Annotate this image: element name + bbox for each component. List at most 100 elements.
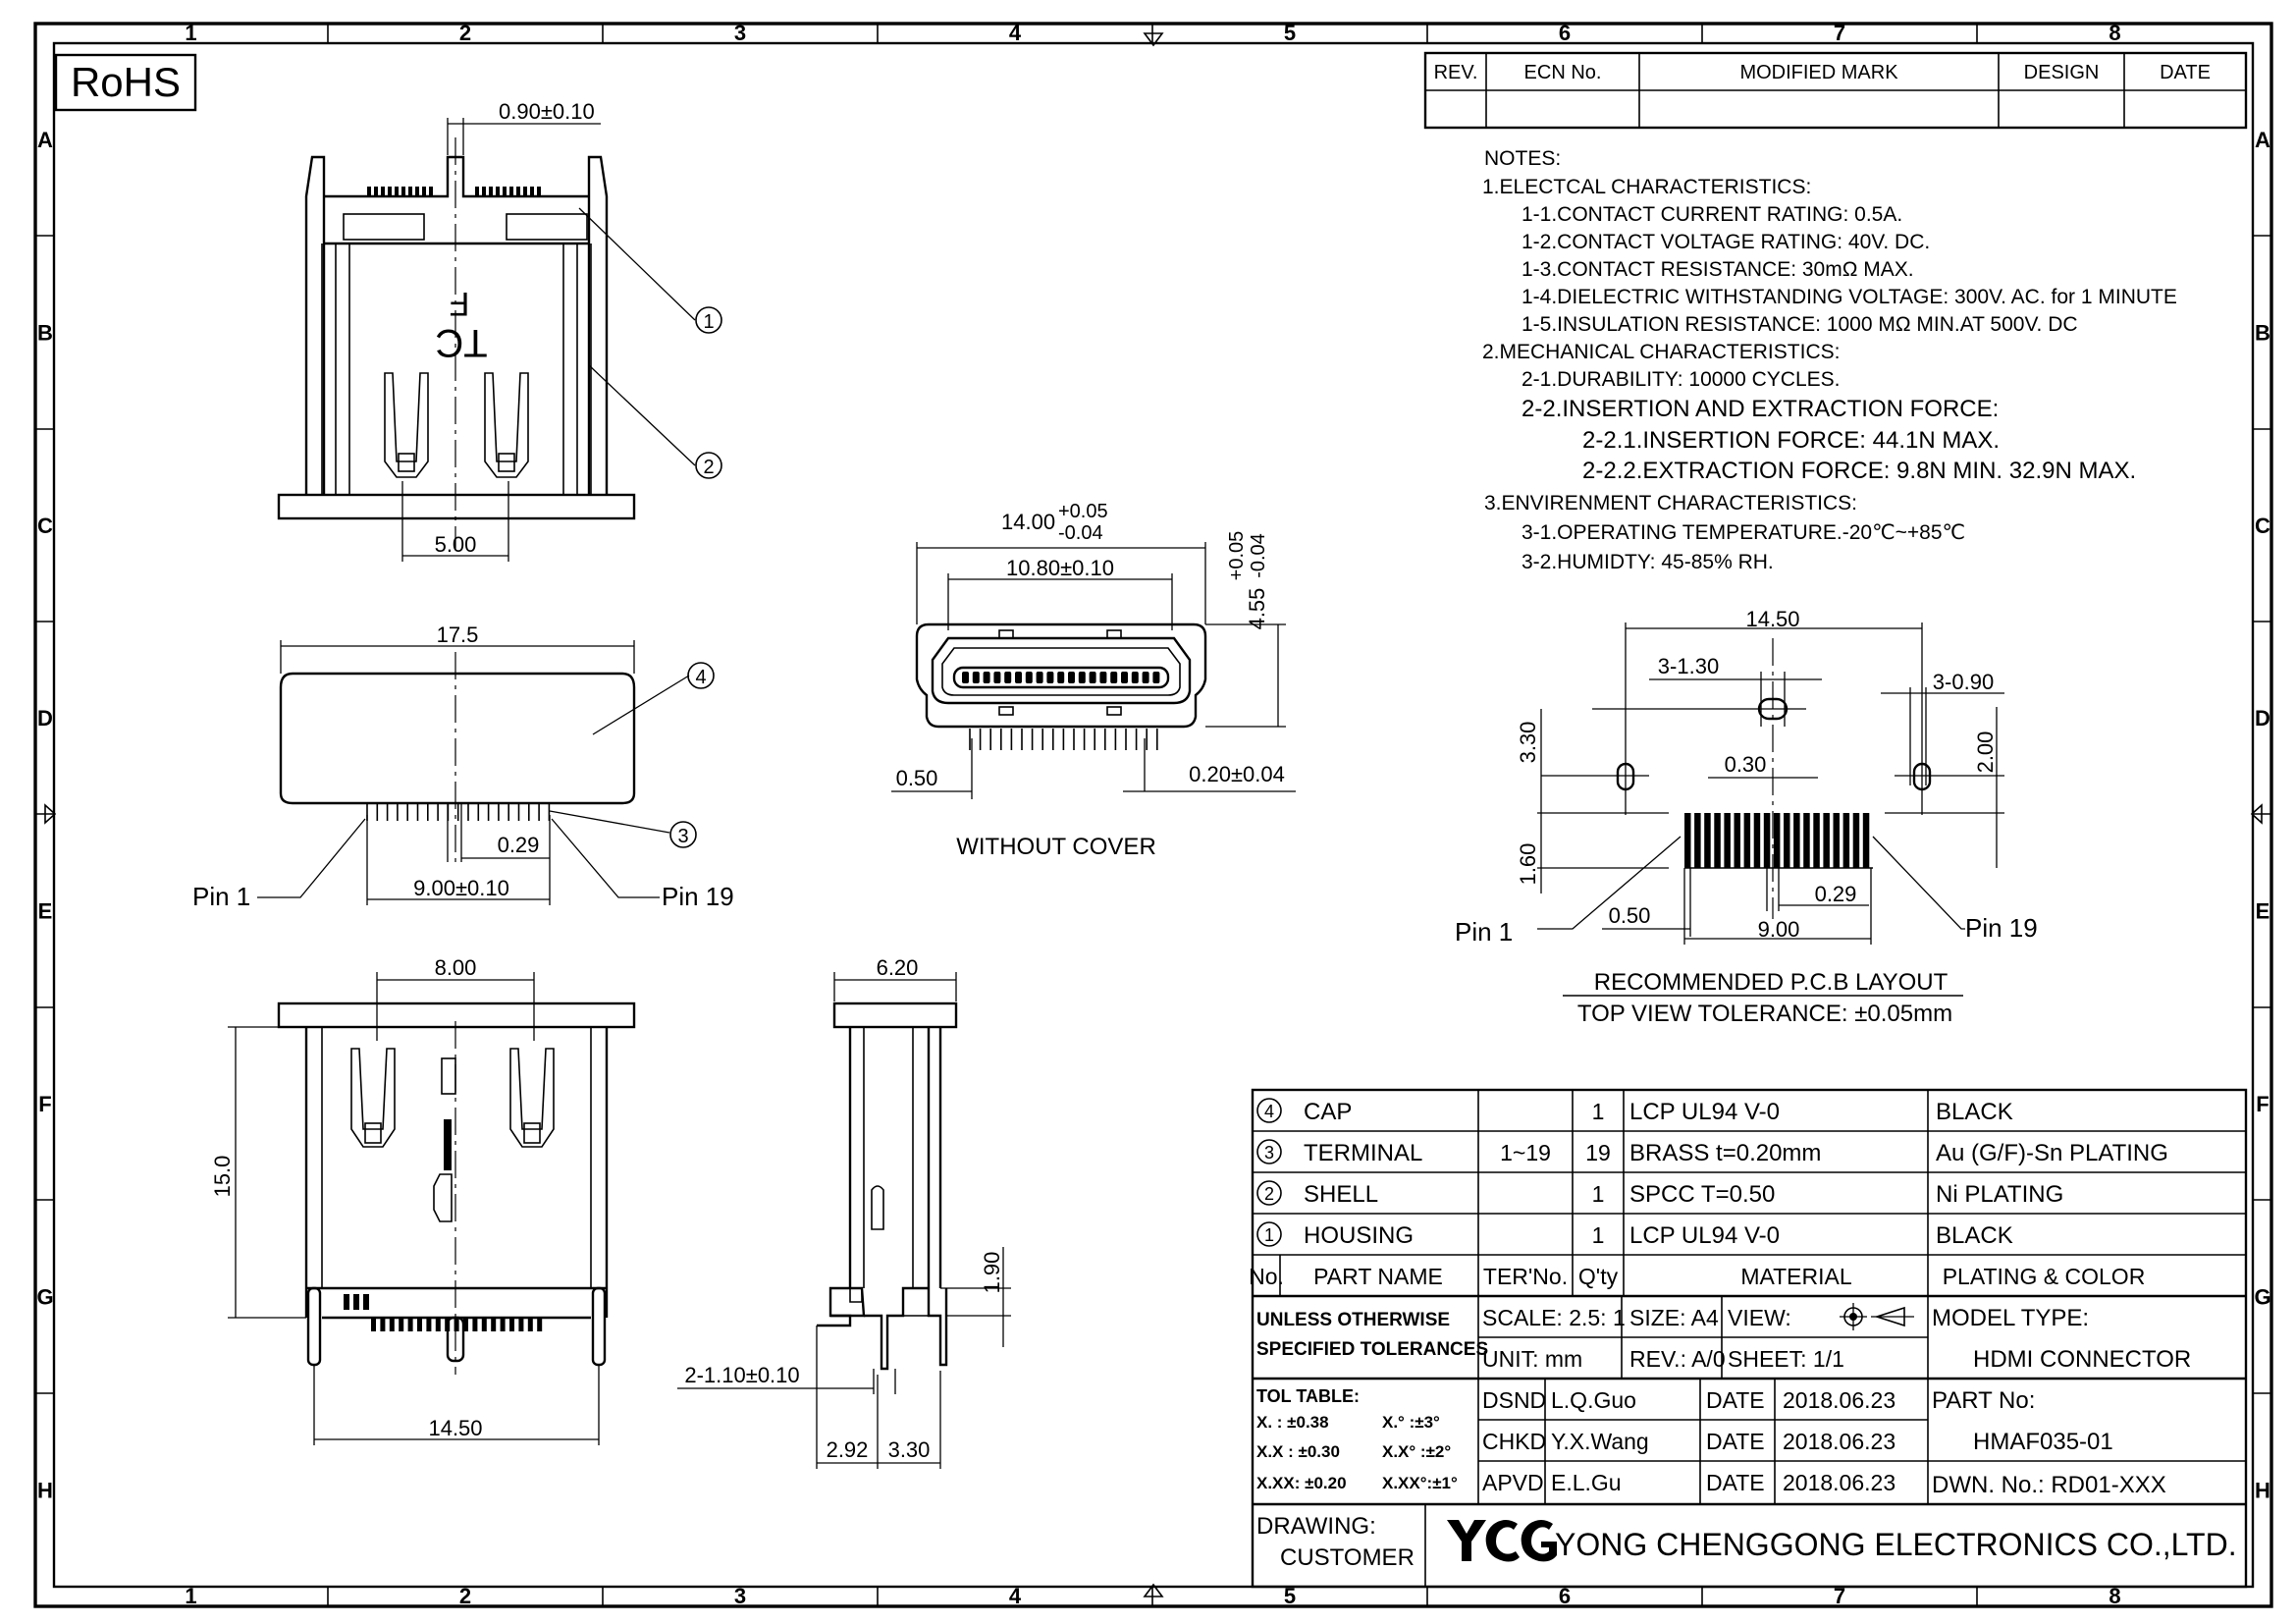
terminal-tail — [472, 1318, 478, 1331]
bom-row-material: SPCC T=0.50 — [1629, 1181, 1775, 1208]
housing-tooth — [401, 187, 405, 196]
pcb-pad — [1753, 813, 1761, 868]
row-marker-right-H: H — [2255, 1479, 2270, 1503]
front-dim-height-tol-minus: -0.04 — [1248, 533, 1269, 578]
pcb-pin-first: Pin 1 — [1455, 917, 1513, 947]
terminal-tail — [389, 1318, 395, 1331]
sign-date-label: DATE — [1706, 1429, 1765, 1454]
pcb-pad — [1813, 813, 1820, 868]
contact-finger — [1025, 672, 1033, 683]
pcb-pad — [1684, 813, 1691, 868]
contact-finger — [1131, 672, 1139, 683]
left-center-arrow — [44, 803, 57, 825]
column-marker-bottom-8: 8 — [2109, 1584, 2120, 1608]
housing-tooth — [475, 187, 479, 196]
topview-dim-top: 0.90±0.10 — [499, 99, 595, 124]
note-1-1: 1-1.CONTACT CURRENT RATING: 0.5A. — [1522, 203, 1902, 226]
profile-dim-b: 3.30 — [888, 1437, 931, 1462]
view-label: VIEW: — [1728, 1305, 1791, 1330]
notes-block: NOTES: 1.ELECTCAL CHARACTERISTICS: 1-1.C… — [1482, 147, 2177, 573]
note-2-2-1: 2-2.1.INSERTION FORCE: 44.1N MAX. — [1582, 427, 2000, 454]
bom-row-material: BRASS t=0.20mm — [1629, 1140, 1821, 1166]
top-view: TC F 0.90±0.10 5.00 1 2 — [277, 99, 722, 562]
row-marker-right-B: B — [2255, 321, 2270, 346]
bom-header-no: No. — [1249, 1264, 1284, 1289]
callout-4: 4 — [695, 667, 706, 688]
terminal-tail — [399, 1318, 404, 1331]
bom-row-no: 3 — [1264, 1143, 1274, 1163]
part-no-value: HMAF035-01 — [1973, 1429, 2113, 1455]
pcb-pad — [1793, 813, 1800, 868]
rohs-box — [54, 53, 197, 112]
housing-tooth — [388, 187, 392, 196]
front-dim-tol-plus: +0.05 — [1058, 501, 1108, 522]
contact-finger — [1110, 672, 1118, 683]
column-marker-top-4: 4 — [1009, 21, 1022, 45]
contact-finger — [1057, 672, 1065, 683]
topview-dim-bottom: 5.00 — [435, 532, 477, 557]
terminal-tail — [371, 1318, 376, 1331]
housing-tooth — [523, 187, 527, 196]
sign-role: CHKD — [1482, 1429, 1546, 1454]
note-2-2: 2-2.INSERTION AND EXTRACTION FORCE: — [1522, 396, 1999, 422]
column-marker-top-7: 7 — [1834, 21, 1845, 45]
modified-mark-header: MODIFIED MARK — [1739, 62, 1898, 83]
note-3-1: 3-1.OPERATING TEMPERATURE.-20℃~+85℃ — [1522, 521, 1965, 544]
pcb-pad — [1823, 813, 1830, 868]
sign-name: L.Q.Guo — [1551, 1387, 1636, 1413]
contact-finger — [1015, 672, 1022, 683]
company-logo — [1447, 1520, 1557, 1562]
contact-finger — [1099, 672, 1107, 683]
bom-header-material: MATERIAL — [1740, 1264, 1852, 1289]
note-1-3: 1-3.CONTACT RESISTANCE: 30mΩ MAX. — [1522, 258, 1914, 281]
size-label: SIZE: A4 — [1629, 1305, 1719, 1330]
callout-2: 2 — [703, 457, 714, 478]
contact-finger — [983, 672, 990, 683]
column-marker-bottom-6: 6 — [1559, 1584, 1571, 1608]
profile-dim-leg: 1.90 — [980, 1252, 1004, 1294]
column-marker-bottom-4: 4 — [1009, 1584, 1022, 1608]
note-1-5: 1-5.INSULATION RESISTANCE: 1000 MΩ MIN.A… — [1522, 313, 2078, 336]
tol-row-2a: X.X : ±0.30 — [1256, 1442, 1340, 1461]
model-type-value: HDMI CONNECTOR — [1973, 1346, 2191, 1373]
housing-tooth — [516, 187, 520, 196]
front-dim-pin-thick: 0.20±0.04 — [1189, 762, 1285, 786]
bom-header-ter: TER'No. — [1483, 1264, 1568, 1289]
pcb-pad — [1803, 813, 1810, 868]
profile-view: 6.20 1.90 2-1.10±0.10 2.92 3.30 — [677, 955, 1011, 1469]
row-marker-right-E: E — [2256, 899, 2270, 924]
rohs-label: RoHS — [71, 59, 181, 105]
pcb-pad — [1773, 813, 1781, 868]
pcb-dim-offset: 0.50 — [1609, 903, 1651, 928]
front-dim-outer: 14.00 — [1001, 510, 1055, 534]
pcb-pad — [1862, 813, 1870, 868]
contact-finger — [1089, 672, 1096, 683]
housing-tooth — [395, 187, 399, 196]
row-marker-left-H: H — [37, 1479, 53, 1503]
tol-row-3b: X.XX°:±1° — [1382, 1474, 1458, 1492]
row-marker-left-F: F — [38, 1092, 51, 1116]
bottomview-dim-height: 15.0 — [210, 1156, 235, 1198]
terminal-tail — [407, 1318, 413, 1331]
pcb-caption: RECOMMENDED P.C.B LAYOUT — [1594, 969, 1949, 996]
terminal-tail — [527, 1318, 533, 1331]
pcb-pad — [1833, 813, 1840, 868]
housing-tooth — [537, 187, 541, 196]
bottomview-dim-top: 8.00 — [435, 955, 477, 980]
pcb-pad — [1852, 813, 1860, 868]
housing-tooth — [408, 187, 412, 196]
part-no-label: PART No: — [1932, 1387, 2035, 1414]
note-1-2: 1-2.CONTACT VOLTAGE RATING: 40V. DC. — [1522, 231, 1930, 253]
terminal-tail — [481, 1318, 487, 1331]
bom-row-name: HOUSING — [1304, 1222, 1414, 1249]
sign-role: APVD — [1482, 1470, 1544, 1495]
column-marker-top-2: 2 — [459, 21, 471, 45]
terminal-tail — [454, 1318, 459, 1331]
pcb-dim-pitch-top: 0.30 — [1725, 752, 1767, 777]
column-marker-bottom-1: 1 — [185, 1584, 196, 1608]
rev-label: REV.: A/0 — [1629, 1346, 1726, 1372]
column-marker-top-5: 5 — [1284, 21, 1296, 45]
pcb-pad — [1704, 813, 1711, 868]
